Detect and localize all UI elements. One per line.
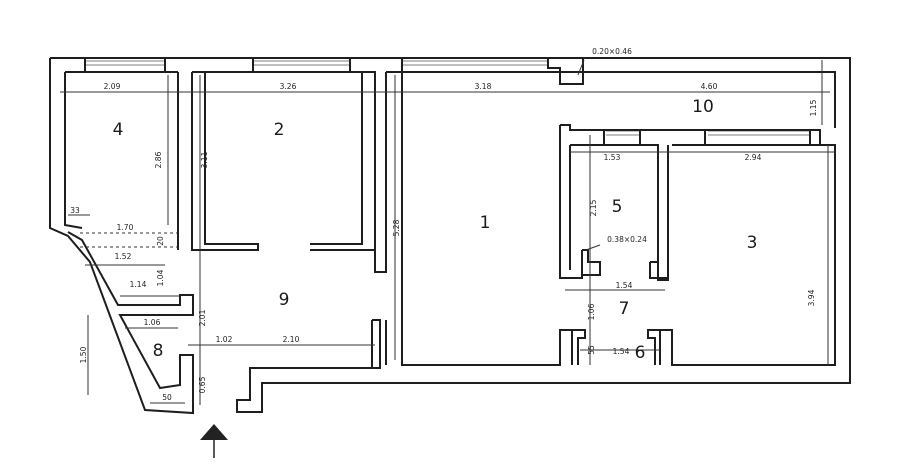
dim-label: 1.54 [616, 281, 633, 290]
room-label-8: 8 [153, 341, 164, 361]
dim-label: 1.06 [144, 318, 161, 327]
room-label-10: 10 [692, 97, 714, 117]
dim-label: 50 [162, 393, 172, 402]
room-5-niche [582, 249, 668, 279]
outer-wall [50, 57, 851, 413]
dim-label: 2.10 [283, 335, 300, 344]
dim-label: 2.09 [104, 82, 121, 91]
room-label-3: 3 [747, 233, 758, 253]
dim-label: 33 [70, 206, 80, 215]
dashed-lines [80, 232, 178, 248]
room-label-7: 7 [619, 299, 630, 319]
dim-label: 5.28 [392, 219, 401, 236]
room-label-9: 9 [279, 290, 290, 310]
dim-label: 1.02 [216, 335, 233, 344]
arrow-up-icon [200, 424, 228, 458]
room-label-5: 5 [612, 197, 623, 217]
dim-label: 1.14 [130, 280, 147, 289]
dim-label: 1.53 [604, 153, 621, 162]
dim-label: 0.38×0.24 [607, 235, 647, 244]
room-2-walls [191, 71, 387, 273]
dim-label: 1.15 [809, 99, 818, 116]
room-label-2: 2 [274, 120, 285, 140]
room-5-walls [559, 124, 836, 366]
dim-label: 55 [587, 345, 596, 355]
dim-label: 1.52 [115, 252, 132, 261]
room-1-walls [371, 71, 836, 368]
dim-label: 1.54 [613, 347, 630, 356]
dim-label: 2.86 [154, 151, 163, 168]
room-4-walls [64, 71, 179, 250]
dim-label: 2.01 [198, 309, 207, 326]
dimension-lines [60, 60, 835, 405]
dim-label: 3.94 [807, 289, 816, 306]
room-label-4: 4 [113, 120, 124, 140]
dim-label: 20 [156, 236, 165, 246]
leader-lines [577, 59, 601, 251]
dim-label: 1.06 [587, 303, 596, 320]
room-6-walls [572, 329, 660, 365]
dim-label: 1.70 [117, 223, 134, 232]
outer-wall-left [49, 58, 194, 415]
room-label-1: 1 [480, 213, 491, 233]
dim-label: 0.20×0.46 [592, 47, 632, 56]
dim-label: 1.04 [156, 269, 165, 286]
dim-label: 1.50 [79, 346, 88, 363]
dim-label: 3.11 [200, 151, 209, 168]
room-label-6: 6 [635, 343, 646, 363]
wall-segments-top [84, 58, 584, 85]
dim-label: 3.26 [280, 82, 297, 91]
dim-label: 2.15 [589, 199, 598, 216]
dim-label: 3.18 [475, 82, 492, 91]
dim-label: 2.94 [745, 153, 762, 162]
dim-label: 4.60 [701, 82, 718, 91]
dim-label: 0.65 [198, 376, 207, 393]
